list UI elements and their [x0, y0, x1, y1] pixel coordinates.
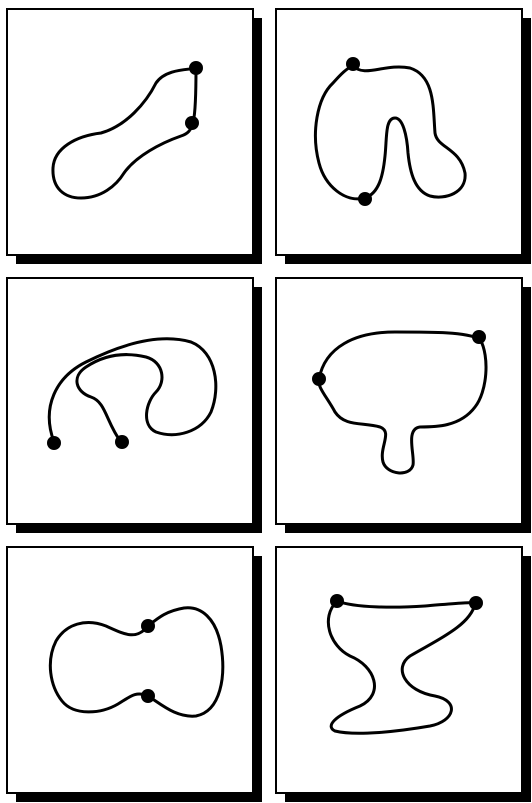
endpoint-marker — [472, 330, 486, 344]
endpoint-marker — [115, 435, 129, 449]
panel-3 — [6, 277, 252, 523]
panel-2 — [275, 8, 521, 254]
panel-5 — [6, 546, 252, 792]
endpoint-marker — [185, 116, 199, 130]
closed-curve-path — [319, 332, 486, 473]
curve-drawing — [6, 8, 254, 256]
panel-1 — [6, 8, 252, 254]
curve-drawing — [275, 277, 523, 525]
panel-6 — [275, 546, 521, 792]
endpoint-marker — [358, 192, 372, 206]
endpoint-marker — [469, 596, 483, 610]
curve-drawing — [6, 546, 254, 794]
curve-drawing — [275, 8, 523, 256]
panel-4 — [275, 277, 521, 523]
closed-curve-path — [328, 601, 475, 733]
endpoint-marker — [330, 594, 344, 608]
closed-curve-path — [53, 68, 196, 198]
closed-curve-path — [50, 608, 222, 716]
endpoint-marker — [47, 436, 61, 450]
curve-path — [49, 339, 216, 442]
endpoint-marker — [141, 619, 155, 633]
curve-drawing — [275, 546, 523, 794]
closed-curve-path — [315, 66, 465, 199]
endpoint-marker — [141, 689, 155, 703]
endpoint-marker — [346, 57, 360, 71]
endpoint-marker — [312, 372, 326, 386]
endpoint-marker — [189, 61, 203, 75]
curve-drawing — [6, 277, 254, 525]
